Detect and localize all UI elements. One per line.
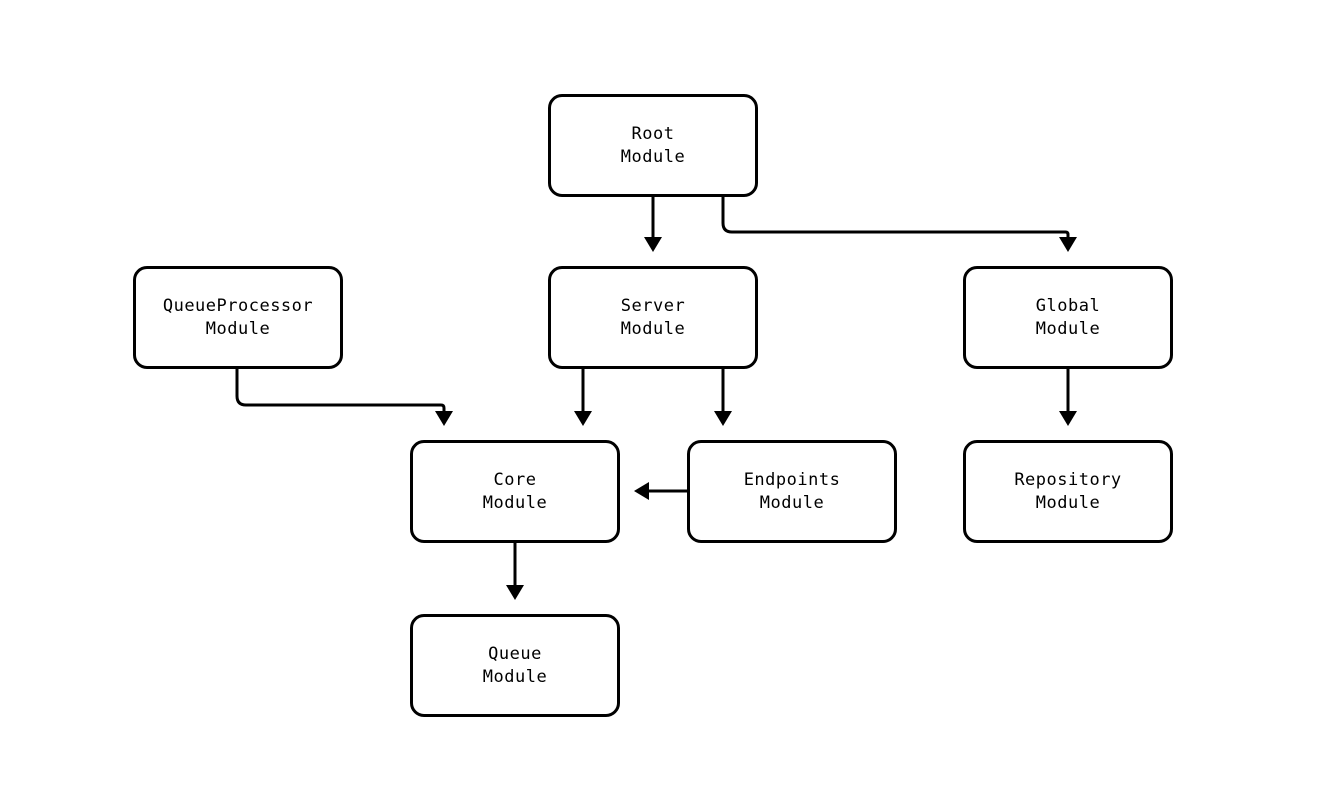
node-label-line2: Module: [482, 492, 548, 513]
node-label-line2: Module: [620, 146, 686, 167]
arrowhead-icon: [644, 237, 662, 252]
arrowhead-icon: [1059, 237, 1077, 252]
node-label-line2: Module: [205, 318, 271, 339]
edge-root-global: [721, 197, 1077, 252]
edge-server-core: [574, 369, 592, 426]
node-label-line2: Module: [1035, 318, 1101, 339]
arrowhead-icon: [714, 411, 732, 426]
edge-core-queue: [506, 543, 524, 600]
arrowhead-icon: [435, 411, 453, 426]
node-label-line2: Module: [1035, 492, 1101, 513]
edge-queueprocessor-core: [235, 369, 453, 426]
edge-server-endpoints: [714, 369, 732, 426]
edge-endpoints-core: [634, 482, 687, 500]
node-label-line2: Module: [620, 318, 686, 339]
node-label-line1: Root: [631, 123, 675, 144]
node-label-line2: Module: [759, 492, 825, 513]
node-label-line1: Repository: [1014, 469, 1122, 490]
node-label-line1: Core: [493, 469, 537, 490]
node-label-line1: QueueProcessor: [162, 295, 314, 316]
node-label-line1: Endpoints: [743, 469, 841, 490]
arrowhead-icon: [574, 411, 592, 426]
edge-line: [235, 369, 446, 411]
node-label-line1: Queue: [488, 643, 542, 664]
node-label-line2: Module: [482, 666, 548, 687]
node-label-line1: Global: [1035, 295, 1101, 316]
edge-line: [721, 197, 1070, 237]
edge-root-server: [644, 197, 662, 252]
node-label-line1: Server: [620, 295, 686, 316]
arrowhead-icon: [1059, 411, 1077, 426]
arrowhead-icon: [506, 585, 524, 600]
edge-global-repository: [1059, 369, 1077, 426]
arrowhead-icon: [634, 482, 649, 500]
